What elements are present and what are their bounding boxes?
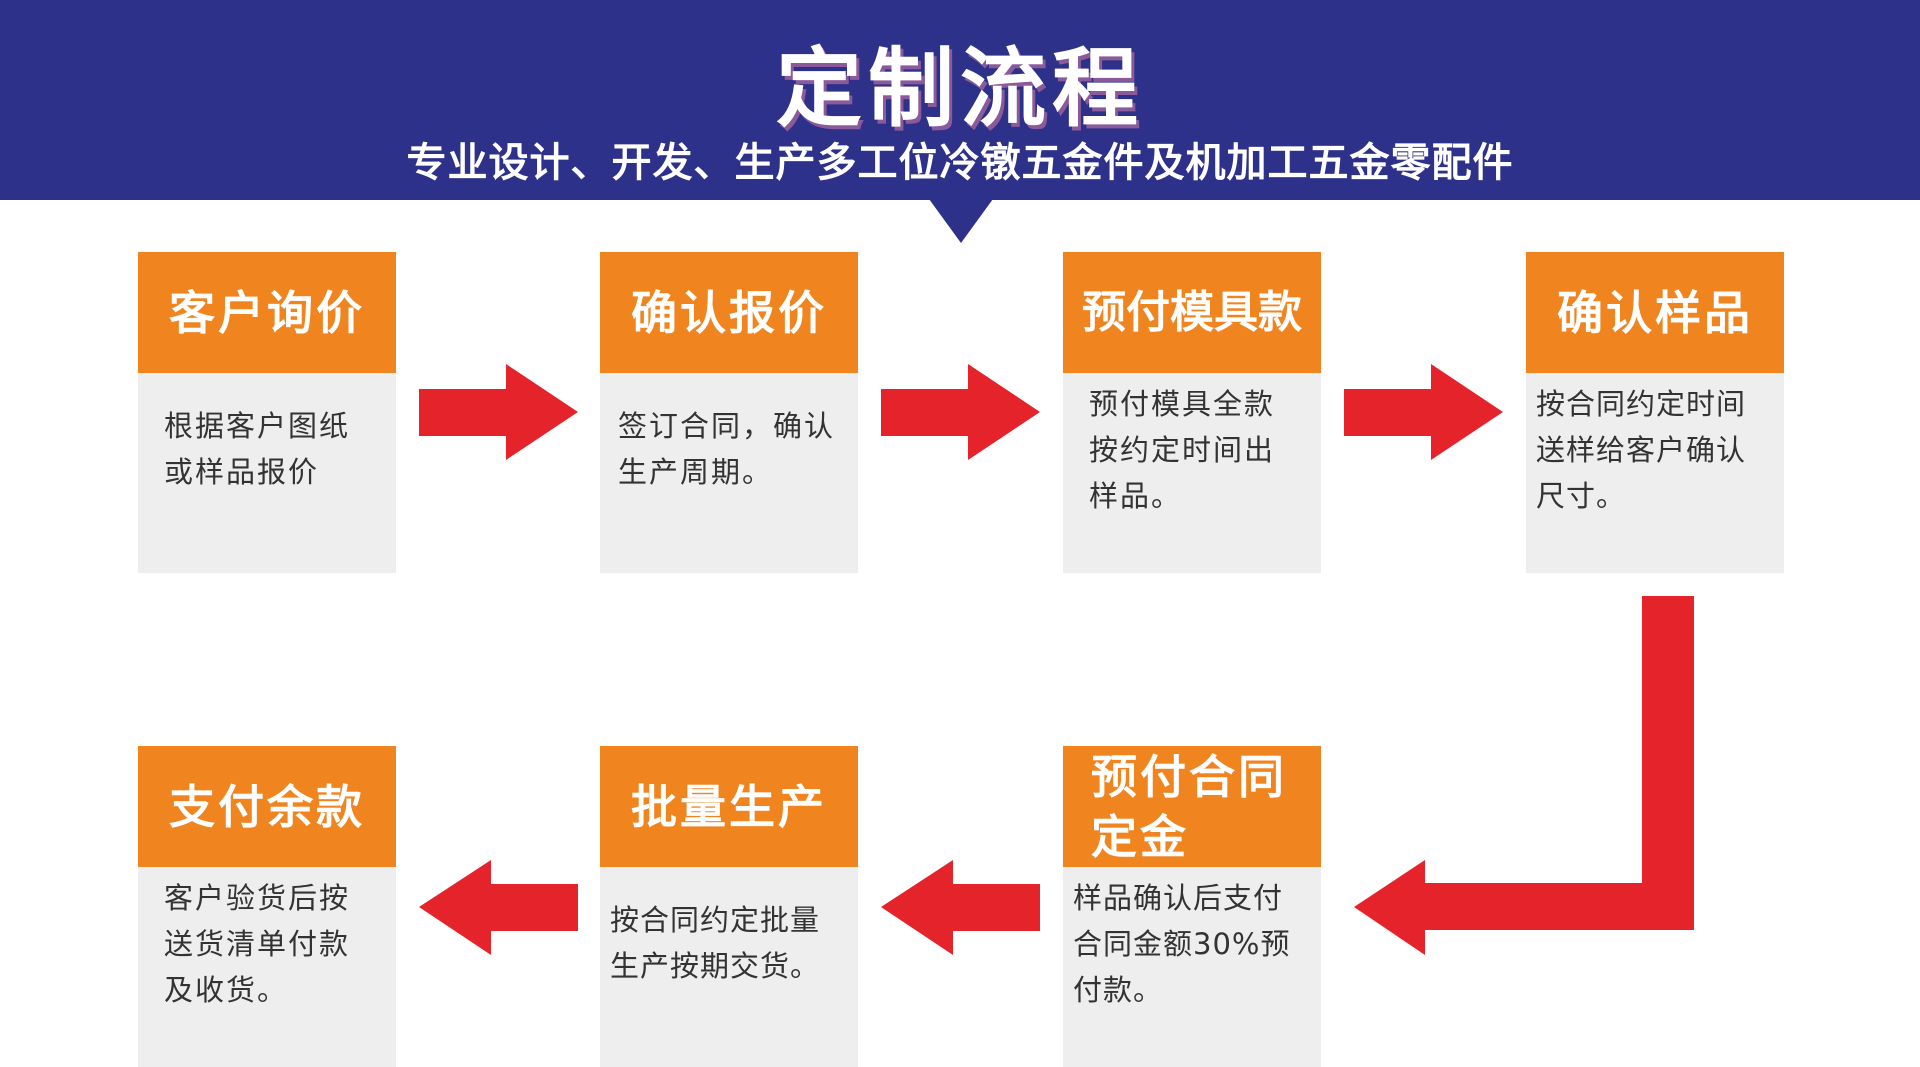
desc-line: 客户验货后按 — [164, 881, 351, 915]
step-mass-production: 批量生产 按合同约定批量 生产按期交货。 — [600, 746, 858, 1067]
desc-line: 或样品报价 — [164, 455, 320, 489]
desc-line: 按合同约定时间 — [1536, 387, 1747, 421]
step-description: 根据客户图纸 或样品报价 — [138, 373, 396, 573]
desc-line: 样品。 — [1089, 479, 1183, 513]
page-title: 定制流程 — [776, 39, 1144, 139]
step-title: 预付合同 定金 — [1063, 746, 1321, 867]
step-confirm-sample: 确认样品 按合同约定时间 送样给客户确认 尺寸。 — [1526, 252, 1784, 573]
step-title: 确认报价 — [600, 252, 858, 373]
desc-line: 合同金额30%预 — [1073, 927, 1291, 961]
step-description: 客户验货后按 送货清单付款 及收货。 — [138, 867, 396, 1067]
step-description: 按合同约定时间 送样给客户确认 尺寸。 — [1526, 373, 1784, 573]
step-title: 确认样品 — [1526, 252, 1784, 373]
step-title: 预付模具款 — [1063, 252, 1321, 373]
step-title: 批量生产 — [600, 746, 858, 867]
desc-line: 及收货。 — [164, 973, 289, 1007]
step-description: 签订合同，确认 生产周期。 — [600, 373, 858, 573]
title-line: 预付合同 — [1091, 749, 1287, 804]
step-pay-balance: 支付余款 客户验货后按 送货清单付款 及收货。 — [138, 746, 396, 1067]
arrow-right-icon — [419, 364, 578, 460]
step-prepay-mold: 预付模具款 预付模具全款 按约定时间出 样品。 — [1063, 252, 1321, 573]
desc-line: 根据客户图纸 — [164, 409, 351, 443]
arrow-elbow-down-left-icon — [1354, 596, 1694, 955]
step-prepay-deposit: 预付合同 定金 样品确认后支付 合同金额30%预 付款。 — [1063, 746, 1321, 1067]
desc-line: 样品确认后支付 — [1073, 881, 1284, 915]
step-confirm-quote: 确认报价 签订合同，确认 生产周期。 — [600, 252, 858, 573]
step-title: 客户询价 — [138, 252, 396, 373]
desc-line: 按合同约定批量 — [610, 903, 821, 937]
desc-line: 按约定时间出 — [1089, 433, 1276, 467]
step-title: 支付余款 — [138, 746, 396, 867]
step-description: 预付模具全款 按约定时间出 样品。 — [1063, 373, 1321, 573]
arrow-right-icon — [1344, 364, 1503, 460]
desc-line: 预付模具全款 — [1089, 387, 1276, 421]
title-line: 定金 — [1091, 809, 1189, 864]
step-description: 按合同约定批量 生产按期交货。 — [600, 867, 858, 1067]
desc-line: 生产按期交货。 — [610, 949, 821, 983]
desc-line: 送样给客户确认 — [1536, 433, 1747, 467]
desc-line: 送货清单付款 — [164, 927, 351, 961]
desc-line: 尺寸。 — [1536, 479, 1627, 513]
desc-line: 生产周期。 — [618, 455, 774, 489]
desc-line: 付款。 — [1073, 973, 1164, 1007]
arrow-left-icon — [419, 860, 578, 955]
banner-pointer — [929, 199, 993, 243]
arrow-left-icon — [881, 860, 1040, 955]
header-banner: 定制流程 专业设计、开发、生产多工位冷镦五金件及机加工五金零配件 — [0, 0, 1920, 200]
arrow-right-icon — [881, 364, 1040, 460]
step-customer-inquiry: 客户询价 根据客户图纸 或样品报价 — [138, 252, 396, 573]
step-description: 样品确认后支付 合同金额30%预 付款。 — [1063, 867, 1321, 1067]
desc-line: 签订合同，确认 — [618, 409, 836, 443]
page-subtitle: 专业设计、开发、生产多工位冷镦五金件及机加工五金零配件 — [406, 140, 1514, 186]
